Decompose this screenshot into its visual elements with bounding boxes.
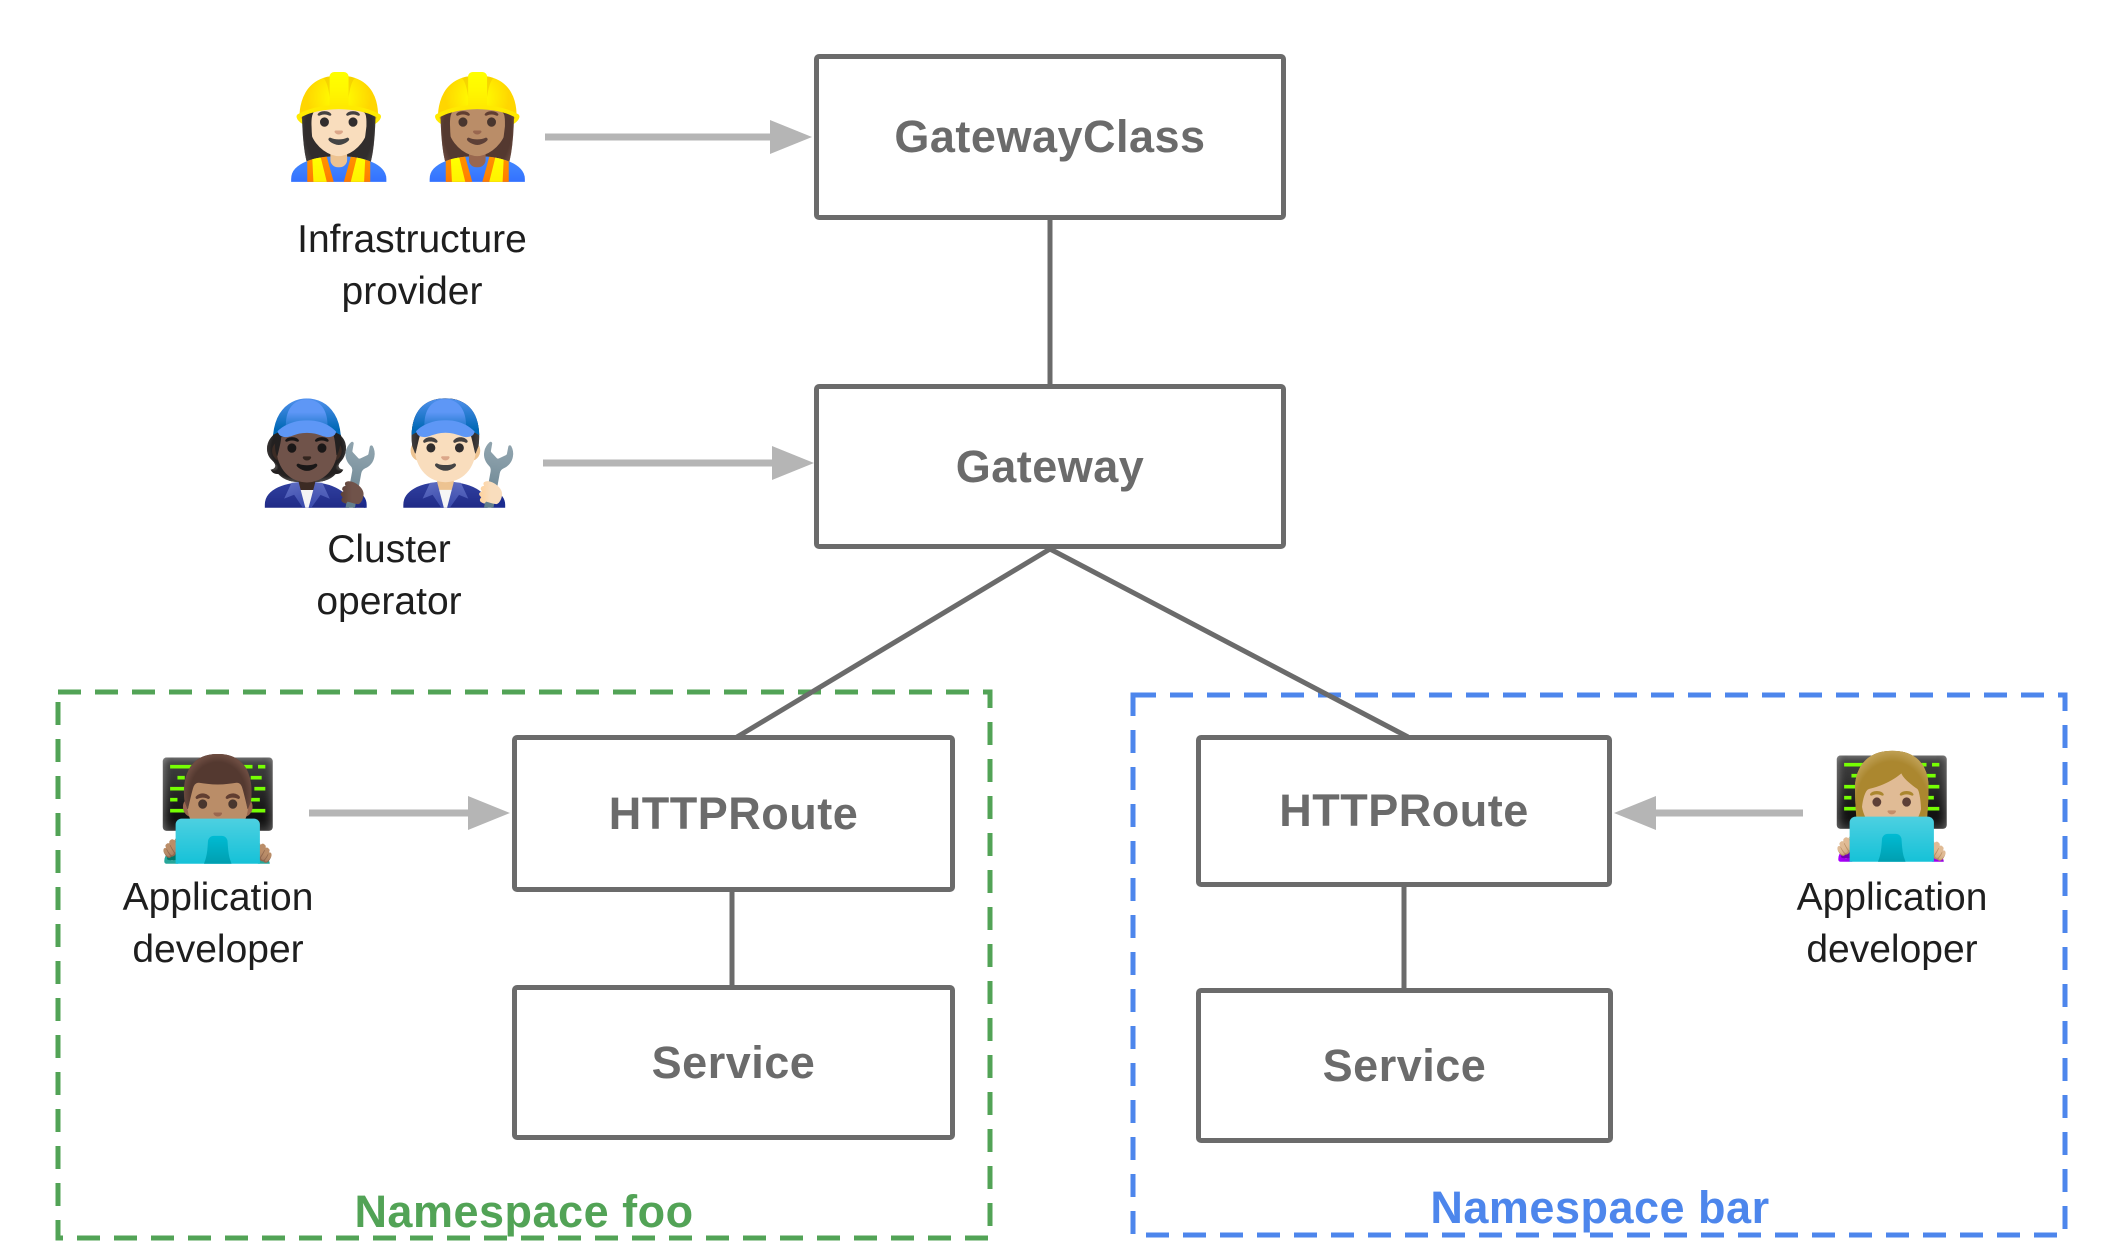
node-gateway-label: Gateway [955, 440, 1145, 492]
application-developer-foo-label: Application developer [18, 872, 418, 976]
namespace-bar-label: Namespace bar [1430, 1182, 1770, 1233]
woman-technologist-icon: 👩🏼‍💻 [1829, 751, 1955, 863]
edge-gateway-httproute-bar [1048, 546, 1410, 740]
woman-construction-worker-medium-icon: 👷🏽‍♀️ [415, 71, 540, 183]
node-gateway: Gateway [814, 384, 1286, 549]
application-developer-bar-label-line1: Application [1796, 876, 1988, 919]
woman-construction-worker-light-icon: 👷🏻‍♀️ [276, 71, 401, 183]
node-gatewayclass: GatewayClass [814, 54, 1286, 220]
application-developer-bar-label-line2: developer [1806, 928, 1978, 971]
application-developer-bar-label: Application developer [1692, 872, 2092, 976]
node-service-foo-label: Service [651, 1036, 816, 1088]
arrow-cluster-operator [543, 446, 814, 480]
cluster-operator-label: Cluster operator [189, 524, 589, 628]
mechanic-dark-icon: 🧑🏿‍🔧 [257, 397, 382, 509]
application-developer-foo-label-line1: Application [122, 876, 314, 919]
man-mechanic-light-icon: 👨🏻‍🔧 [396, 397, 521, 509]
man-technologist-icon: 👨🏽‍💻 [155, 753, 281, 865]
node-httproute-foo: HTTPRoute [512, 735, 955, 892]
infrastructure-provider-label-line2: provider [341, 270, 483, 313]
node-service-foo: Service [512, 985, 955, 1140]
arrow-infrastructure-provider [545, 120, 812, 154]
arrow-application-developer-bar [1614, 796, 1803, 830]
infrastructure-provider-avatars: 👷🏻‍♀️ 👷🏽‍♀️ [208, 70, 608, 185]
cluster-operator-avatars: 🧑🏿‍🔧 👨🏻‍🔧 [189, 396, 589, 511]
namespace-bar-boundary [1130, 692, 2068, 1238]
node-httproute-bar: HTTPRoute [1196, 735, 1612, 887]
node-service-bar: Service [1196, 988, 1613, 1143]
arrow-application-developer-foo [309, 796, 510, 830]
node-httproute-foo-label: HTTPRoute [608, 787, 859, 839]
namespace-foo-boundary [55, 689, 993, 1241]
node-gatewayclass-label: GatewayClass [894, 111, 1206, 162]
application-developer-bar-avatar: 👩🏼‍💻 [1692, 750, 2092, 865]
application-developer-foo-label-line2: developer [132, 928, 304, 971]
edge-gateway-httproute-foo [735, 546, 1052, 740]
infrastructure-provider-label-line1: Infrastructure [297, 218, 527, 261]
cluster-operator-label-line1: Cluster [327, 528, 451, 571]
infrastructure-provider-label: Infrastructure provider [212, 214, 612, 318]
node-httproute-bar-label: HTTPRoute [1279, 785, 1529, 836]
namespace-foo-label: Namespace foo [354, 1186, 694, 1237]
application-developer-foo-avatar: 👨🏽‍💻 [18, 752, 418, 867]
node-service-bar-label: Service [1322, 1039, 1487, 1091]
cluster-operator-label-line2: operator [316, 580, 462, 623]
